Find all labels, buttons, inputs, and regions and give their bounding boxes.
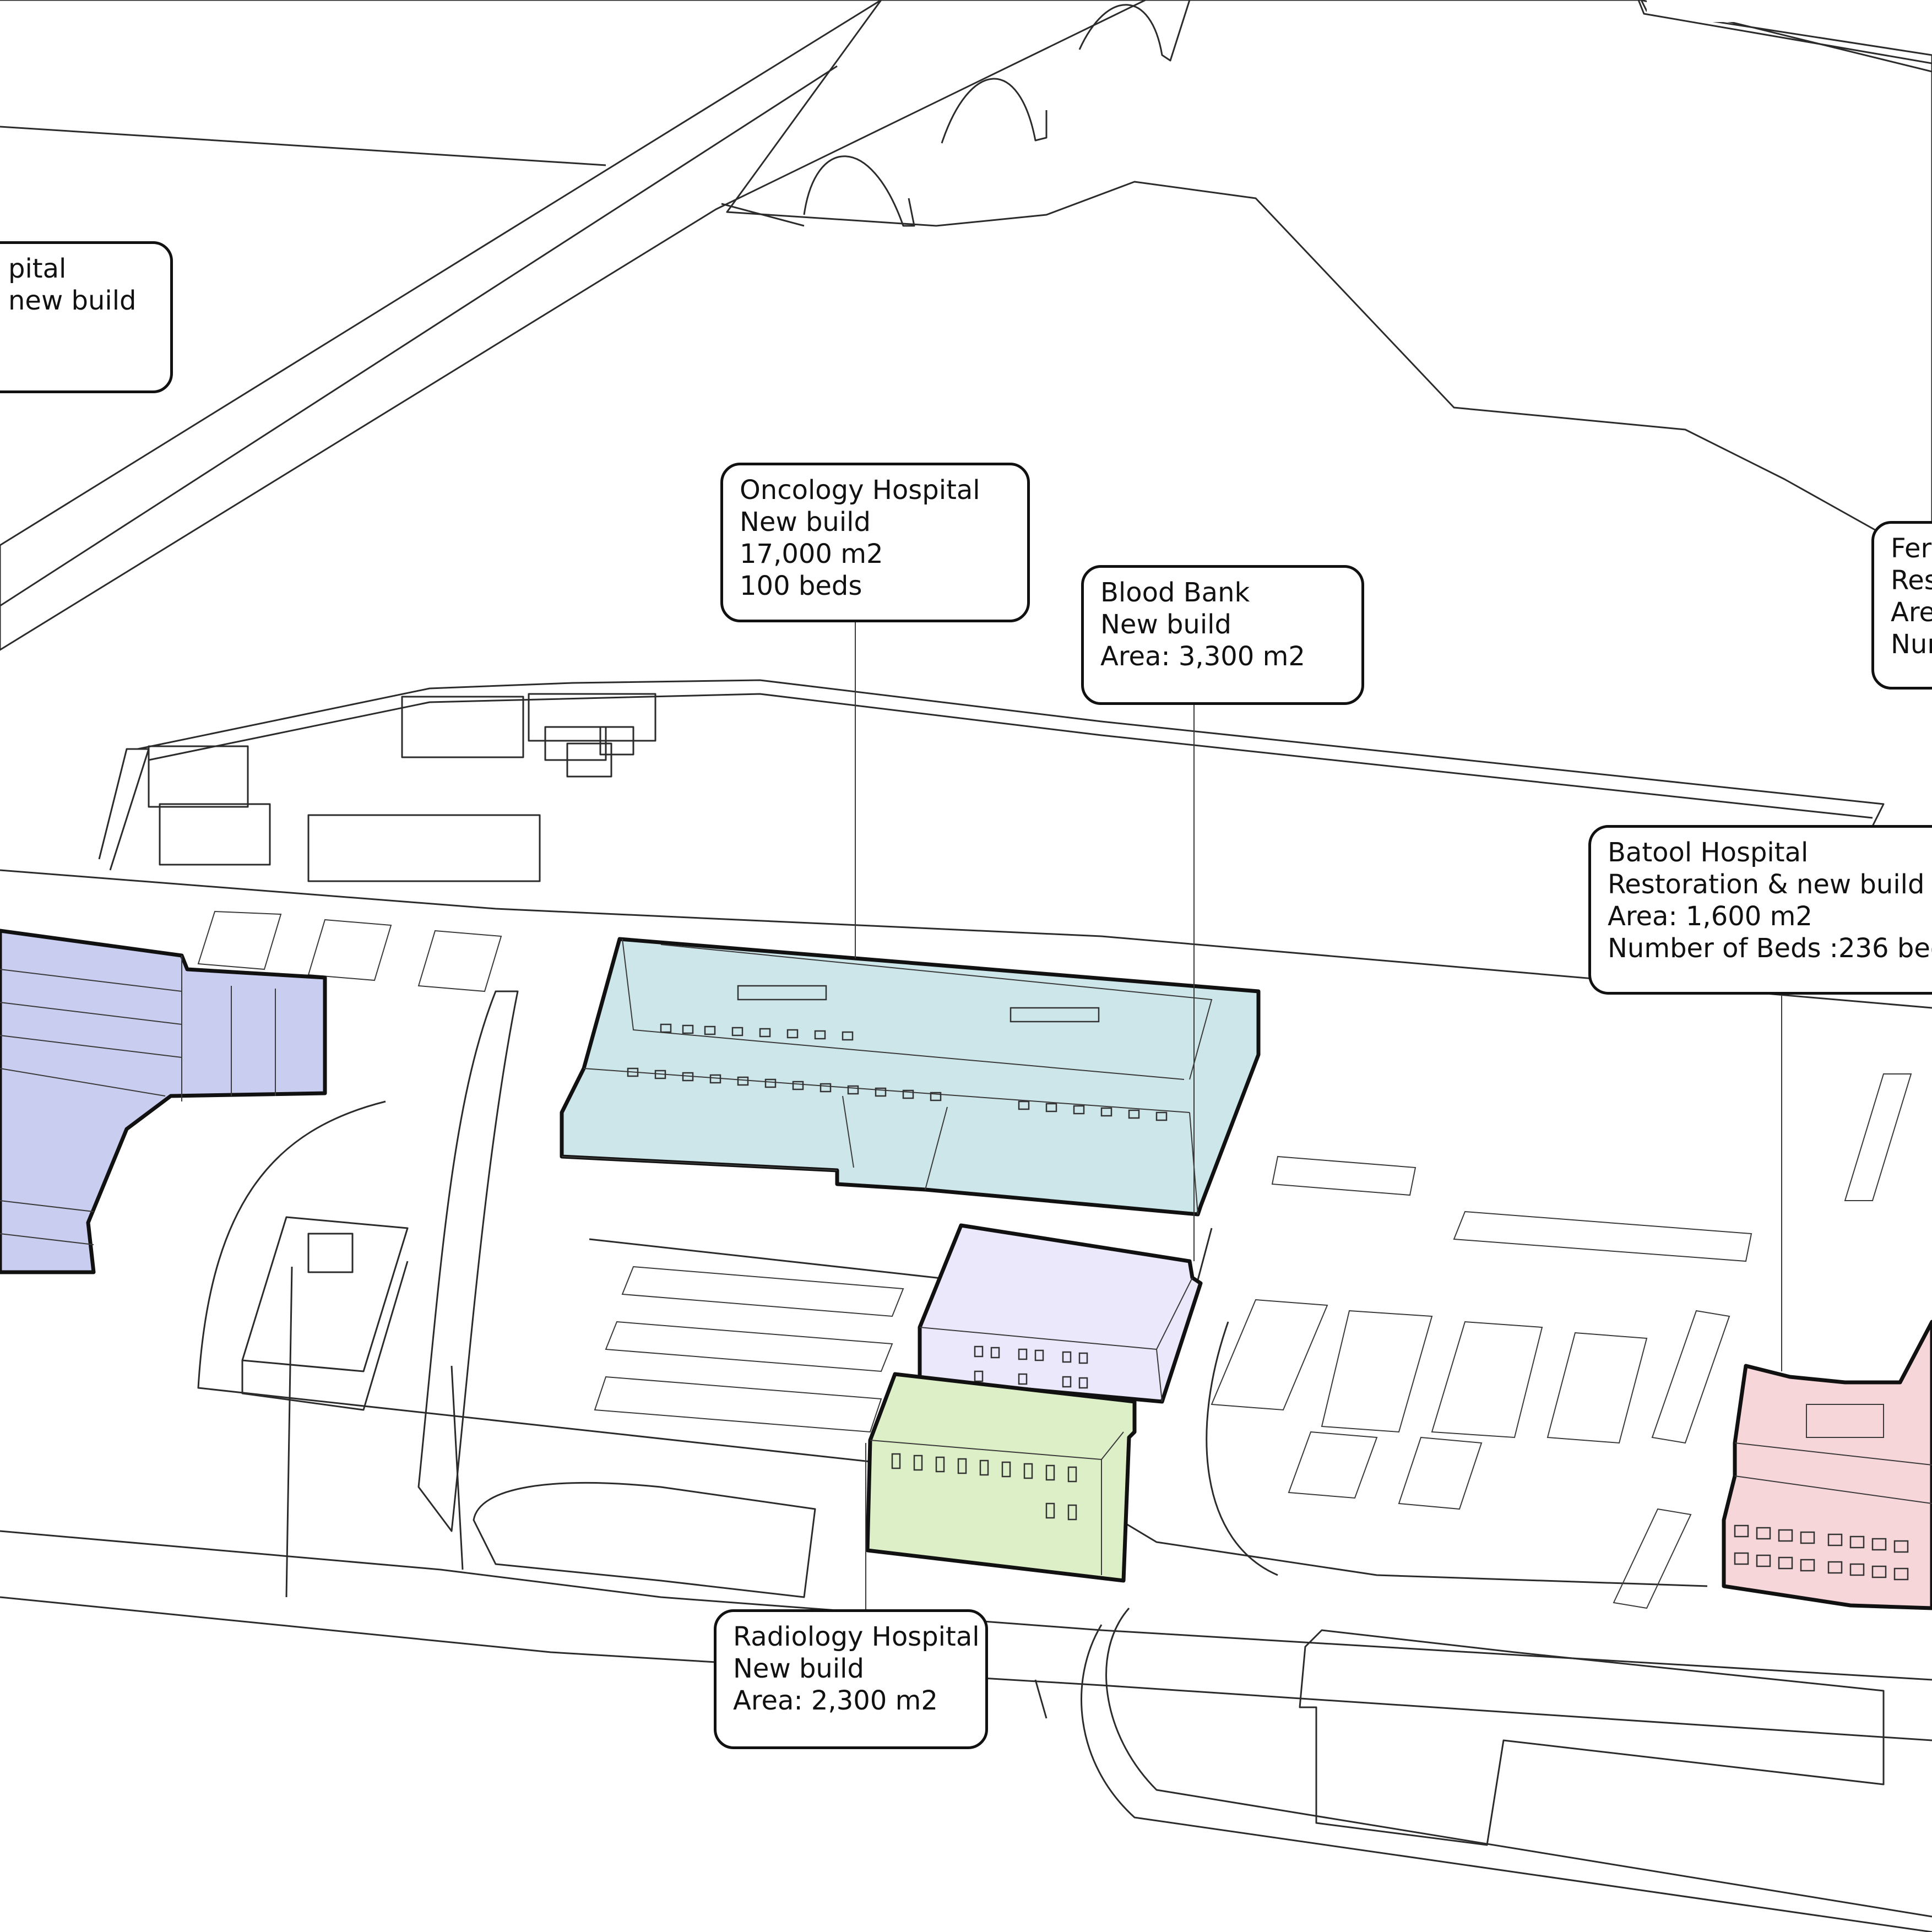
road-12 — [451, 1365, 464, 1570]
fertility-line1: Fert — [1891, 533, 1932, 564]
existing-building-bottom-centre — [473, 1482, 816, 1598]
callout-radiology-hospital: Radiology Hospital New build Area: 2,300… — [714, 1609, 988, 1749]
bridge-arch-1 — [803, 155, 915, 227]
bridge-underside — [721, 203, 805, 227]
roof-box — [307, 1233, 354, 1273]
batool-hospital-building — [1722, 1320, 1932, 1610]
oncology-title: Oncology Hospital — [740, 475, 980, 506]
oncology-type: New build — [740, 507, 871, 538]
existing-buildings-top — [148, 693, 656, 882]
batool-type: Restoration & new build — [1608, 869, 1925, 900]
callout-left-line1: pital — [8, 253, 67, 284]
radiology-type: New build — [733, 1653, 864, 1684]
road-11 — [197, 1100, 1102, 1488]
blood-bank-area: Area: 3,300 m2 — [1100, 641, 1305, 672]
road-8 — [1105, 1608, 1932, 1918]
radiology-hospital-building — [865, 1372, 1137, 1583]
road-1 — [98, 748, 150, 871]
road-5 — [417, 990, 519, 1532]
road-13 — [285, 1266, 293, 1598]
blood-bank-type: New build — [1100, 609, 1231, 640]
blood-bank-building — [918, 1223, 1203, 1404]
callout-left-partial: pital new build — [0, 241, 173, 393]
oncology-building-details — [561, 938, 1213, 1215]
oncology-windows — [627, 985, 1168, 1121]
bridge-arch-3 — [1078, 0, 1191, 62]
site-boundary-inner — [148, 693, 1873, 819]
blood-bank-details — [919, 1277, 1193, 1402]
oncology-beds: 100 beds — [740, 571, 862, 601]
site-boundary — [137, 679, 1885, 827]
blood-bank-title: Blood Bank — [1100, 577, 1250, 608]
callout-batool-hospital: Batool Hospital Restoration & new build … — [1588, 825, 1932, 995]
road-3 — [0, 1530, 1932, 1681]
bridge-deck-edge — [0, 65, 838, 607]
land-block-outline — [1637, 0, 1932, 64]
existing-building-parking-structure — [241, 1216, 409, 1411]
road-9 — [1081, 1624, 1932, 1932]
radiology-details — [870, 1431, 1124, 1575]
radiology-area: Area: 2,300 m2 — [733, 1685, 938, 1716]
callout-leaders — [855, 621, 1782, 1611]
road-2 — [0, 869, 1932, 1009]
radiology-windows — [891, 1453, 1077, 1521]
bridge-arch-2 — [941, 78, 1048, 144]
river-bank-line — [0, 126, 606, 166]
batool-area: Area: 1,600 m2 — [1608, 901, 1812, 932]
batool-windows — [1734, 1524, 1909, 1581]
oncology-area: 17,000 m2 — [740, 539, 883, 569]
batool-beds: Number of Beds :236 bed — [1608, 933, 1932, 964]
blue-building-facade-lines — [0, 956, 276, 1245]
callout-oncology-hospital: Oncology Hospital New build 17,000 m2 10… — [720, 463, 1030, 622]
fertility-line2: Res — [1891, 565, 1932, 596]
callout-left-line2: new build — [8, 285, 137, 316]
existing-building-bottom-right — [1299, 1629, 1885, 1846]
fertility-line3: Are — [1891, 597, 1932, 628]
blue-hospital-building — [0, 929, 327, 1274]
blood-bank-windows — [974, 1345, 1088, 1389]
parking-lots — [197, 910, 1912, 1609]
road-10 — [1206, 1321, 1278, 1576]
bridge-deck — [0, 0, 1147, 651]
callout-blood-bank: Blood Bank New build Area: 3,300 m2 — [1081, 565, 1364, 705]
batool-title: Batool Hospital — [1608, 837, 1809, 868]
road-14 — [1034, 1679, 1048, 1719]
fertility-line4: Nur — [1891, 629, 1932, 660]
callout-fertility-partial: Fert Res Are Nur — [1871, 521, 1932, 690]
batool-details — [1734, 1404, 1932, 1504]
radiology-title: Radiology Hospital — [733, 1621, 980, 1652]
land-block-top-right — [1647, 0, 1932, 22]
